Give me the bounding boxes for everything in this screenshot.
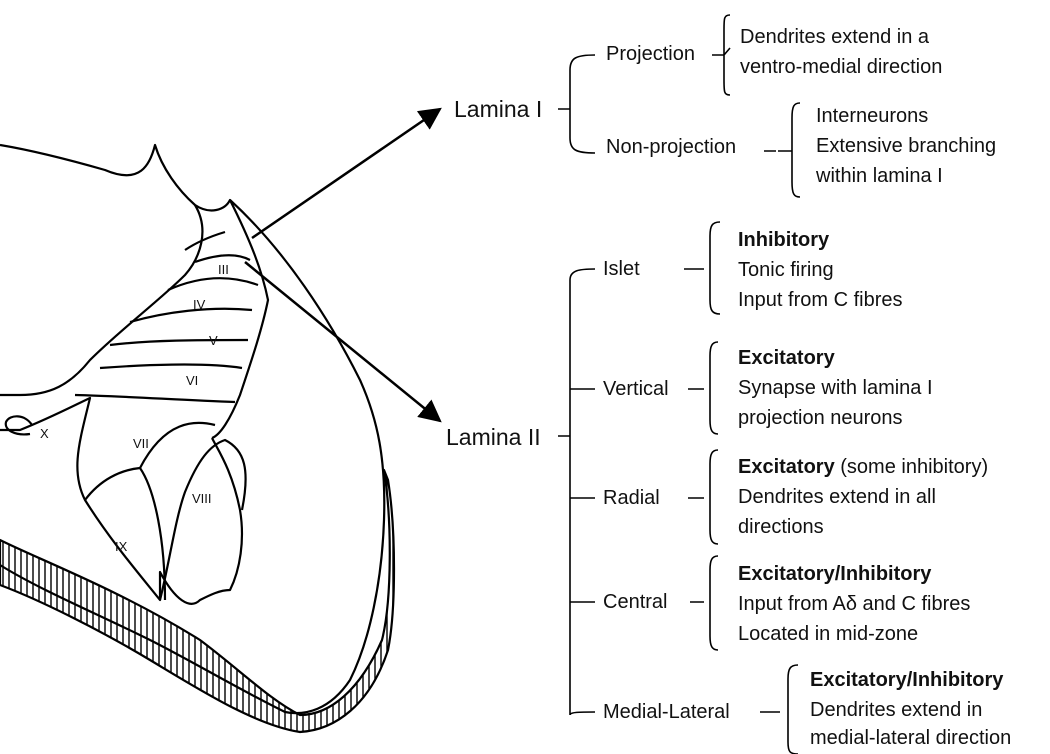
lamina-numeral-VII: VII [133,436,149,451]
projection-desc-2: ventro-medial direction [740,55,942,79]
medial-lateral-head: Excitatory/Inhibitory [810,668,1003,692]
vertical-line-2: projection neurons [738,406,903,430]
projection-desc-1: Dendrites extend in a [740,25,929,49]
vertical-head: Excitatory [738,346,835,370]
radial-line-2: directions [738,515,824,539]
arrow-to-lamina-II [245,262,440,421]
lamina-I-II-boundary [185,232,225,250]
non-projection-desc-3: within lamina I [816,164,943,188]
islet-line-1: Tonic firing [738,258,834,282]
lamina-numeral-VI: VI [186,373,198,388]
vertical-line-1: Synapse with lamina I [738,376,933,400]
radial-head: Excitatory [738,456,835,478]
arrow-to-lamina-I [252,109,440,238]
lamina-numeral-IX: IX [115,539,128,554]
islet-line-2: Input from C fibres [738,288,903,312]
dorsal-horn-outline [0,205,202,395]
central-label: Central [603,590,667,614]
non-projection-desc-1: Interneurons [816,104,928,128]
central-line-1: Input from Aδ and C fibres [738,592,970,616]
lamina-numeral-VIII: VIII [192,491,212,506]
spinal-cord-section [0,145,394,732]
cord-rim-hatching [0,470,394,732]
medial-lateral-label: Medial-Lateral [603,700,730,724]
lamina-II-title: Lamina II [446,423,541,451]
central-head: Excitatory/Inhibitory [738,562,931,586]
radial-line-1: Dendrites extend in all [738,485,936,509]
islet-head: Inhibitory [738,228,829,252]
radial-head-suffix: (some inhibitory) [835,456,988,478]
central-line-2: Located in mid-zone [738,622,918,646]
lamina-numeral-III: III [218,262,229,277]
radial-head-row: Excitatory (some inhibitory) [738,455,988,479]
lamina-numeral-V: V [209,333,218,348]
radial-label: Radial [603,486,660,510]
lamina-numeral-X: X [40,426,49,441]
non-projection-label: Non-projection [606,135,736,159]
islet-label: Islet [603,257,640,281]
medial-lateral-line-2: medial-lateral direction [810,726,1011,750]
non-projection-desc-2: Extensive branching [816,134,996,158]
central-canal [6,416,32,434]
projection-label: Projection [606,42,695,66]
lamina-numeral-IV: IV [193,297,206,312]
medial-lateral-line-1: Dendrites extend in [810,698,982,722]
lamina-I-title: Lamina I [454,95,542,123]
vertical-label: Vertical [603,377,669,401]
cord-outline [0,145,384,713]
